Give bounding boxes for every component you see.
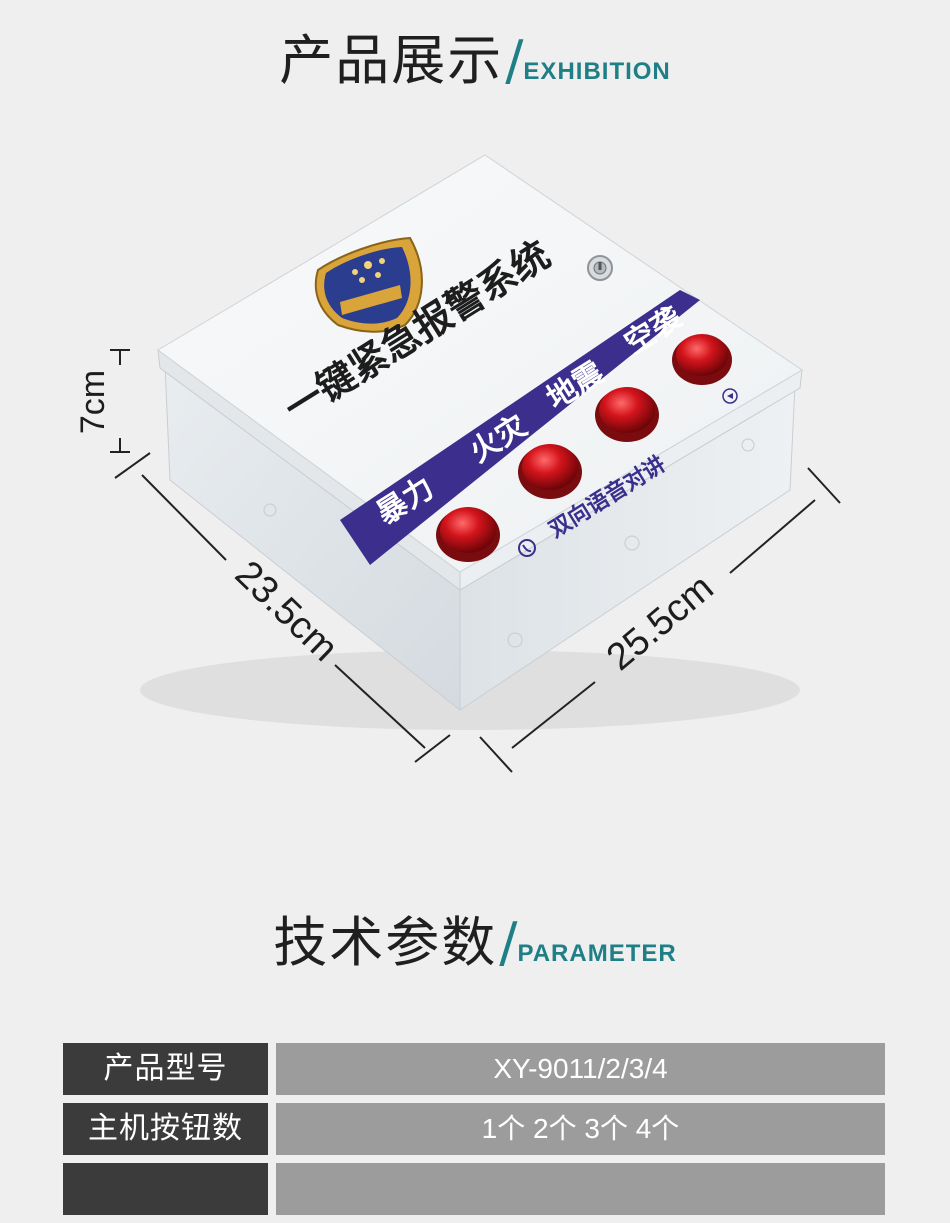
hazard-band [340, 290, 700, 565]
parameter-header: 技术参数/PARAMETER [0, 898, 950, 977]
param-label [63, 1163, 268, 1215]
box-lid [157, 154, 803, 573]
dimension-height-label: 7cm [74, 370, 112, 434]
parameter-title-en: PARAMETER [517, 940, 677, 967]
exhibition-title-en: EXHIBITION [523, 58, 671, 85]
parameter-title-cn: 技术参数 [273, 911, 498, 974]
param-value: 1个 2个 3个 4个 [276, 1103, 885, 1155]
knockout-hole [624, 535, 640, 551]
parameter-table: 产品型号 XY-9011/2/3/4 主机按钮数 1个 2个 3个 4个 [63, 1043, 885, 1223]
title-slash: / [505, 29, 524, 92]
alarm-button[interactable] [518, 444, 582, 499]
param-label: 产品型号 [63, 1043, 268, 1095]
exhibition-title-cn: 产品展示 [279, 29, 504, 92]
knockout-hole [263, 503, 277, 517]
product-illustration: 一键紧急报警系统 暴力 火灾 地震 空袭 双向语音对讲 [74, 154, 841, 773]
param-value: XY-9011/2/3/4 [276, 1043, 885, 1095]
title-slash: / [499, 911, 518, 974]
alarm-button[interactable] [436, 507, 500, 562]
knockout-hole [741, 438, 755, 452]
table-row [63, 1163, 885, 1215]
alarm-button[interactable] [672, 334, 732, 385]
dimension-height: 7cm [74, 349, 130, 453]
table-row: 产品型号 XY-9011/2/3/4 [63, 1043, 885, 1095]
police-emblem-icon [314, 236, 423, 333]
phone-icon [518, 539, 536, 557]
speaker-icon [722, 388, 738, 404]
alarm-button[interactable] [595, 387, 659, 442]
product-exhibition: 一键紧急报警系统 暴力 火灾 地震 空袭 双向语音对讲 [0, 120, 950, 880]
param-value [276, 1163, 885, 1215]
knockout-hole [507, 632, 523, 648]
param-label: 主机按钮数 [63, 1103, 268, 1155]
exhibition-header: 产品展示/EXHIBITION [0, 16, 950, 95]
table-row: 主机按钮数 1个 2个 3个 4个 [63, 1103, 885, 1155]
lock-keyhole-icon [587, 255, 613, 281]
